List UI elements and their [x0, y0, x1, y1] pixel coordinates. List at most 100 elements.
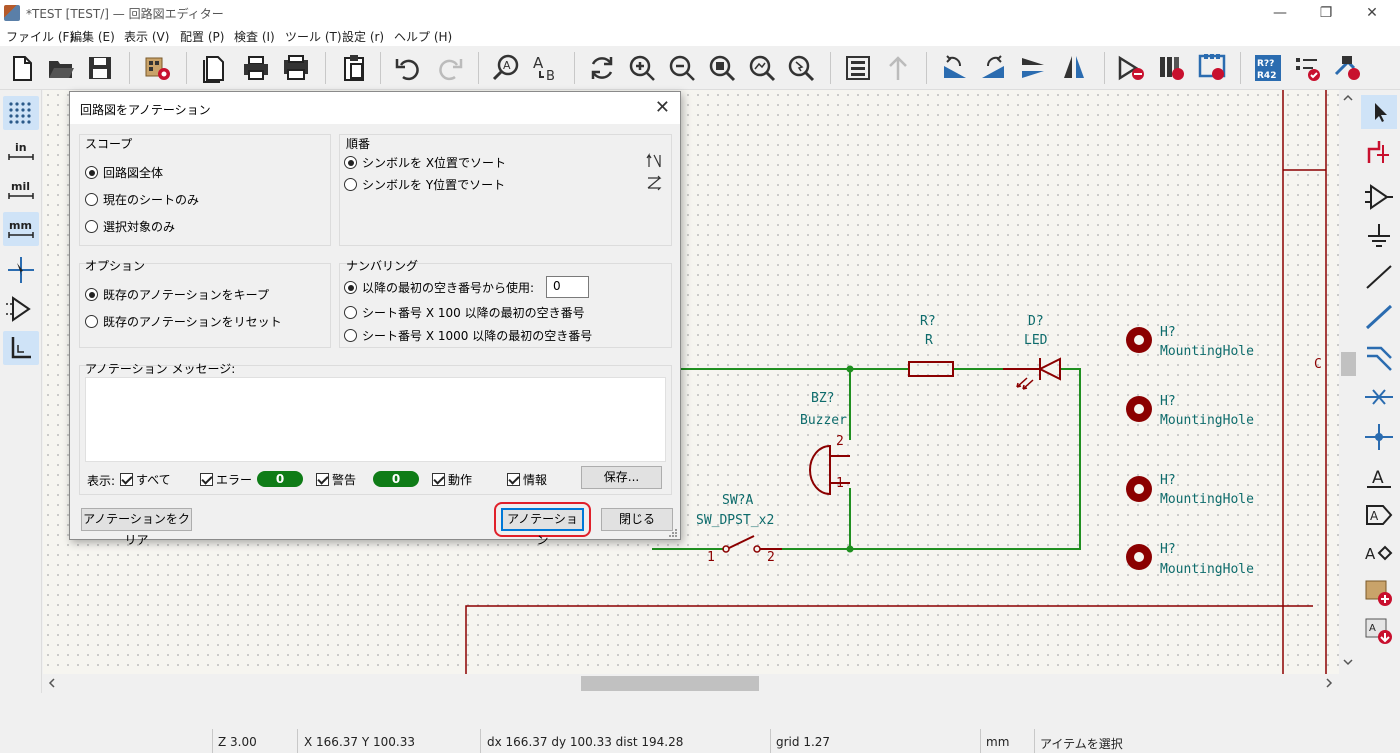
annotate-button[interactable]: アノテーション [501, 508, 584, 547]
units-inch-button[interactable]: in [3, 134, 39, 168]
cursor-shape-button[interactable] [3, 253, 39, 287]
buzzer-pin-2: 2 [836, 434, 844, 449]
dialog-close-button[interactable]: 閉じる [601, 508, 673, 531]
zoom-in-icon[interactable] [626, 52, 658, 84]
add-power-button[interactable] [1361, 220, 1397, 254]
grid-toggle-button[interactable] [3, 96, 39, 130]
erc-icon[interactable] [1292, 52, 1324, 84]
filter-warnings-checkbox[interactable]: 警告 [316, 471, 356, 488]
footprint-editor-icon[interactable] [1196, 52, 1228, 84]
save-icon[interactable] [84, 52, 116, 84]
order-radio-y[interactable]: シンボルを Y位置でソート [344, 176, 505, 193]
print-icon[interactable] [240, 52, 272, 84]
minimize-button[interactable]: — [1273, 5, 1287, 21]
find-icon[interactable]: A [490, 52, 522, 84]
show-filter-label: 表示: [87, 474, 116, 488]
buzzer-symbol[interactable] [809, 444, 850, 496]
undo-icon[interactable] [392, 52, 424, 84]
paste-icon[interactable] [338, 52, 370, 84]
dialog-close-icon[interactable]: ✕ [654, 97, 670, 118]
page-settings-icon[interactable] [198, 52, 230, 84]
horizontal-scrollbar[interactable] [43, 674, 1339, 693]
add-label-button[interactable]: A [1361, 460, 1397, 494]
numbering-radio-first-free[interactable]: 以降の最初の空き番号から使用: [344, 279, 534, 296]
menu-inspect[interactable]: 検査 (I) [234, 30, 275, 44]
wire-angle-button[interactable] [3, 331, 39, 365]
numbering-radio-sheet-1000[interactable]: シート番号 X 1000 以降の最初の空き番号 [344, 327, 592, 344]
filter-errors-checkbox[interactable]: エラー [200, 471, 252, 488]
leave-sheet-icon[interactable] [882, 52, 914, 84]
option-radio-reset[interactable]: 既存のアノテーションをリセット [85, 313, 282, 330]
mounting-hole-2[interactable]: H? MountingHole [1126, 394, 1254, 428]
filter-actions-checkbox[interactable]: 動作 [432, 471, 472, 488]
redo-icon[interactable] [434, 52, 466, 84]
hierarchy-navigator-icon[interactable] [842, 52, 874, 84]
option-radio-keep[interactable]: 既存のアノテーションをキープ [85, 286, 269, 303]
menu-file[interactable]: ファイル (F) [6, 30, 75, 44]
no-connect-button[interactable] [1361, 380, 1397, 414]
annotate-dialog: 回路図をアノテーション ✕ スコープ 回路図全体 現在のシートのみ 選択対象のみ… [69, 91, 681, 547]
add-junction-button[interactable] [1361, 420, 1397, 454]
menu-place[interactable]: 配置 (P) [180, 30, 225, 44]
import-sheet-pin-button[interactable]: A [1361, 614, 1397, 648]
clear-annotation-button[interactable]: アノテーションをクリア [81, 508, 192, 547]
plot-icon[interactable] [280, 52, 312, 84]
scope-radio-selection[interactable]: 選択対象のみ [85, 218, 175, 235]
close-window-button[interactable]: ✕ [1366, 5, 1378, 21]
scope-radio-current-sheet[interactable]: 現在のシートのみ [85, 191, 199, 208]
menu-help[interactable]: ヘルプ (H) [394, 30, 453, 44]
mounting-hole-3[interactable]: H? MountingHole [1126, 473, 1254, 507]
numbering-radio-sheet-100[interactable]: シート番号 X 100 以降の最初の空き番号 [344, 304, 585, 321]
assign-footprints-icon[interactable] [1332, 52, 1364, 84]
highlight-net-button[interactable] [1361, 135, 1397, 169]
zoom-selection-icon[interactable] [785, 52, 817, 84]
restore-button[interactable]: ❐ [1319, 5, 1333, 21]
add-global-label-button[interactable]: A [1361, 498, 1397, 532]
annotate-icon[interactable]: R??R42 [1252, 52, 1284, 84]
filter-all-checkbox[interactable]: すべて [120, 471, 171, 488]
add-hierarchical-label-button[interactable]: A [1361, 536, 1397, 570]
hidden-pins-button[interactable] [3, 292, 39, 326]
wire-angle-icon [11, 337, 31, 359]
zoom-fit-icon[interactable] [706, 52, 738, 84]
schematic-setup-icon[interactable] [142, 52, 174, 84]
select-tool-button[interactable] [1361, 95, 1397, 129]
menu-tools[interactable]: ツール (T) [285, 30, 342, 44]
find-replace-icon[interactable]: AB [530, 52, 562, 84]
mirror-v-icon[interactable] [1018, 52, 1050, 84]
order-label: 順番 [346, 137, 371, 151]
vertical-scrollbar[interactable] [1339, 90, 1358, 674]
zoom-objects-icon[interactable] [746, 52, 778, 84]
messages-area[interactable] [85, 377, 666, 462]
order-radio-x[interactable]: シンボルを X位置でソート [344, 154, 506, 171]
mounting-hole-4[interactable]: H? MountingHole [1126, 542, 1254, 577]
zoom-out-icon[interactable] [666, 52, 698, 84]
symbol-editor-icon[interactable] [1116, 52, 1148, 84]
add-bus-entry-button[interactable] [1361, 340, 1397, 374]
open-icon[interactable] [45, 52, 77, 84]
refresh-icon[interactable] [586, 52, 618, 84]
rotate-cw-icon[interactable] [978, 52, 1010, 84]
add-symbol-button[interactable] [1361, 180, 1397, 214]
mirror-h-icon[interactable] [1058, 52, 1090, 84]
rotate-ccw-icon[interactable] [938, 52, 970, 84]
switch-symbol[interactable] [722, 535, 782, 553]
menu-preferences[interactable]: 設定 (r) [342, 30, 385, 44]
menu-edit[interactable]: 編集 (E) [70, 30, 115, 44]
add-wire-button[interactable] [1361, 300, 1397, 334]
resistor-symbol[interactable] [908, 361, 954, 377]
menu-view[interactable]: 表示 (V) [124, 30, 170, 44]
symbol-library-browser-icon[interactable] [1156, 52, 1188, 84]
save-messages-button[interactable]: 保存... [581, 466, 662, 489]
resize-grip-icon[interactable] [668, 528, 678, 538]
led-symbol[interactable] [1003, 357, 1061, 390]
start-number-input[interactable]: 0 [546, 276, 589, 298]
units-mil-button[interactable]: mil [3, 173, 39, 207]
new-icon[interactable] [6, 52, 38, 84]
units-mm-button[interactable]: mm [3, 212, 39, 246]
add-line-button[interactable] [1361, 260, 1397, 294]
add-sheet-button[interactable] [1361, 576, 1397, 610]
scope-radio-entire[interactable]: 回路図全体 [85, 164, 163, 181]
filter-info-checkbox[interactable]: 情報 [507, 471, 547, 488]
mounting-hole-1[interactable]: H? MountingHole [1126, 325, 1254, 359]
